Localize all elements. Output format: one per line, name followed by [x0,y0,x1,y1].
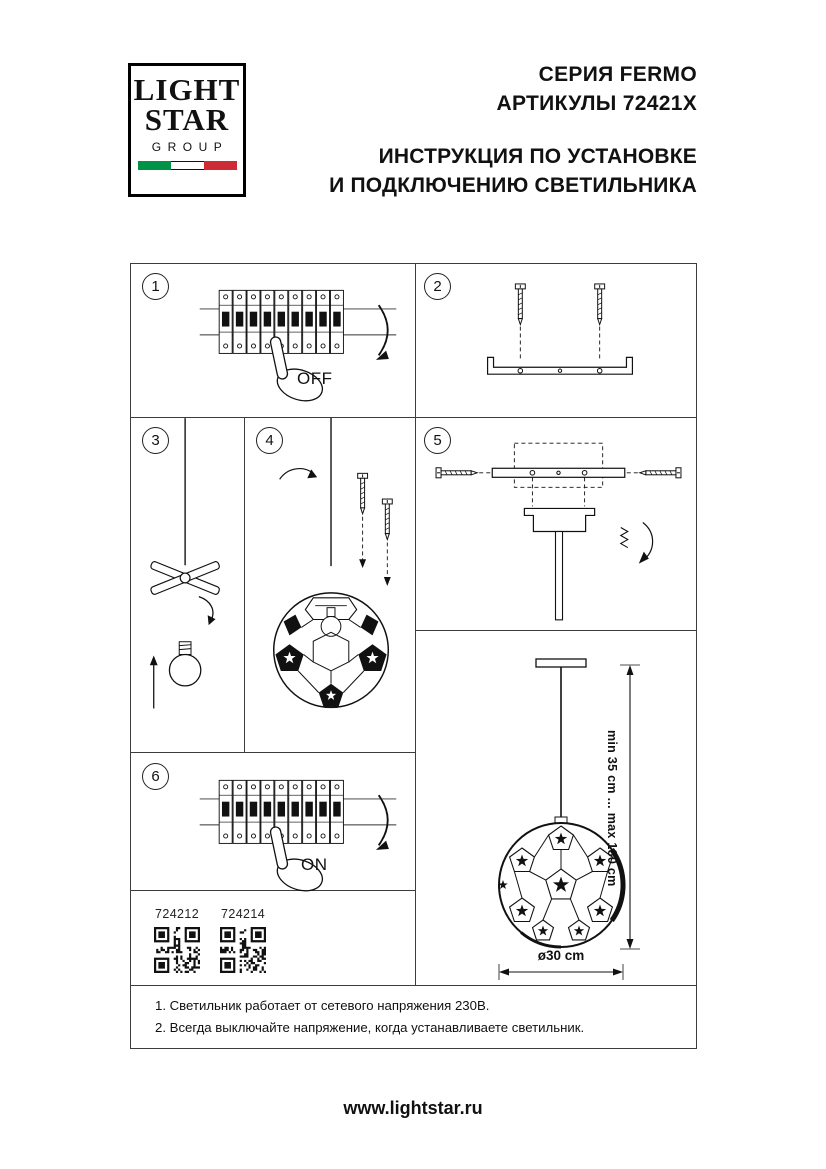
diameter-dimension-label: ø30 cm [537,948,585,963]
logo-word-group: GROUP [151,140,229,154]
instruction-title-line1: ИНСТРУКЦИЯ ПО УСТАНОВКЕ [378,145,697,168]
suspension-cross-and-bulb-illustration [149,418,220,709]
step-3-number: 3 [142,427,169,454]
steps-grid-border [130,263,697,1049]
product-code-724214: 724214 [221,907,266,921]
product-code-724212: 724212 [155,907,200,921]
assembled-lamp-illustration [498,658,640,980]
grid-line-panel34-divider [244,417,245,752]
circuit-breaker-on-illustration [196,771,400,901]
lightstar-logo: LIGHT STAR GROUP [128,63,246,197]
flag-red-stripe [203,161,237,170]
safety-notes: 1. Светильник работает от сетевого напря… [155,995,584,1038]
qr-code-724212 [154,927,200,973]
note-line-1: 1. Светильник работает от сетевого напря… [155,998,490,1013]
grid-line-panel5-bottom [415,630,697,631]
shade-assembly-illustration [272,418,393,709]
switch-off-label: OFF [297,369,333,388]
logo-word-star: STAR [144,102,230,137]
step-1-number: 1 [142,273,169,300]
grid-line-notes-top [130,985,697,986]
grid-line-row1-bottom [130,417,697,418]
circuit-breaker-off-illustration [196,281,400,411]
step-6-number: 6 [142,763,169,790]
flag-green-stripe [137,161,171,170]
ceiling-mount-detail-illustration [435,442,682,621]
grid-line-panel6-bottom [130,890,415,891]
switch-on-label: ON [301,855,328,874]
qr-code-724214 [220,927,266,973]
step-2-number: 2 [424,273,451,300]
grid-line-row2-bottom-left [130,752,415,753]
grid-line-vertical-main [415,263,416,985]
logo-word-light: LIGHT [133,72,241,107]
note-line-2: 2. Всегда выключайте напряжение, когда у… [155,1019,585,1035]
italian-flag-icon [131,161,243,170]
articles-title: АРТИКУЛЫ 72421X [496,92,697,115]
website-url: www.lightstar.ru [343,1098,483,1118]
step-4-number: 4 [256,427,283,454]
mounting-bracket-screws-illustration [486,283,634,375]
instruction-title-line2: И ПОДКЛЮЧЕНИЮ СВЕТИЛЬНИКА [329,174,697,197]
series-title: СЕРИЯ FERMO [538,63,697,86]
step-5-number: 5 [424,427,451,454]
header: СЕРИЯ FERMO АРТИКУЛЫ 72421X ИНСТРУКЦИЯ П… [329,60,697,200]
flag-white-stripe [170,161,204,170]
height-range-dimension-label: min 35 cm ... max 180 cm [605,729,619,887]
